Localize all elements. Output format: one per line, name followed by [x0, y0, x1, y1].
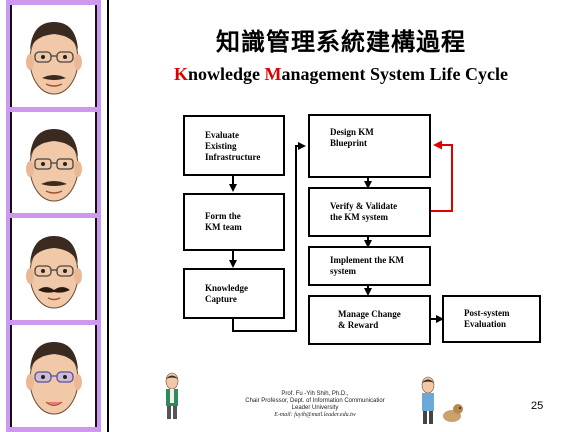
step-manage-change: Manage Change & Reward: [308, 295, 431, 345]
step-evaluate-infrastructure: Evaluate Existing Infrastructure: [183, 115, 285, 176]
page-number: 25: [531, 400, 544, 412]
cartoon-face-portrait: [26, 129, 82, 202]
sidebar-border-line: [107, 0, 109, 432]
arrow-capture-to-design: [232, 142, 306, 332]
sidebar-divider: [6, 0, 101, 5]
cartoon-face-portrait: [26, 342, 82, 415]
step-verify-label: Verify & Validate the KM system: [330, 201, 398, 222]
slide-title-chinese: 知識管理系統建構過程: [216, 28, 466, 56]
step-verify-validate: Verify & Validate the KM system: [308, 187, 431, 237]
step-knowledge-capture: Knowledge Capture: [183, 268, 285, 319]
step-design-label: Design KM Blueprint: [330, 127, 374, 148]
sidebar-divider: [6, 107, 101, 112]
cartoon-professor-figure: [165, 372, 179, 419]
feedback-arrow: [431, 140, 453, 212]
cartoon-face-portrait: [26, 236, 82, 309]
step-implement-system: Implement the KM system: [308, 246, 431, 286]
step-post-system-evaluation: Post-system Evaluation: [442, 295, 541, 343]
footer-email: E-mail: fuyih@mail.leader.edu.tw: [274, 412, 356, 418]
sidebar-divider: [6, 213, 101, 218]
sidebar-divider: [6, 427, 101, 432]
step-manage-label: Manage Change & Reward: [338, 309, 401, 330]
title-letter-k: K: [174, 64, 189, 84]
step-evaluate-label: Evaluate Existing Infrastructure: [205, 130, 261, 162]
cartoon-professor-with-dog: [421, 376, 463, 424]
title-text-part: nowledge: [188, 64, 265, 84]
step-design-blueprint: Design KM Blueprint: [308, 114, 431, 178]
footer-university: Leader University: [291, 405, 339, 411]
step-post-label: Post-system Evaluation: [464, 308, 510, 329]
step-form-km-team: Form the KM team: [183, 193, 285, 251]
footer-author: Prof. Fu -Yih Shih, Ph.D.,: [281, 391, 349, 397]
step-implement-label: Implement the KM system: [330, 255, 404, 276]
cartoon-face-portrait: [26, 22, 82, 95]
title-text-part: anagement System Life Cycle: [281, 64, 508, 84]
sidebar-divider: [6, 320, 101, 325]
step-form-team-label: Form the KM team: [205, 211, 242, 232]
step-capture-label: Knowledge Capture: [205, 282, 249, 304]
portrait-sidebar: [0, 0, 107, 432]
footer-position: Chair Professor, Dept. of Information Co…: [245, 398, 385, 404]
title-letter-m: M: [264, 64, 282, 84]
slide-title-english: Knowledge Management System Life Cycle: [109, 64, 573, 85]
slide-footer: Prof. Fu -Yih Shih, Ph.D., Chair Profess…: [210, 391, 420, 419]
